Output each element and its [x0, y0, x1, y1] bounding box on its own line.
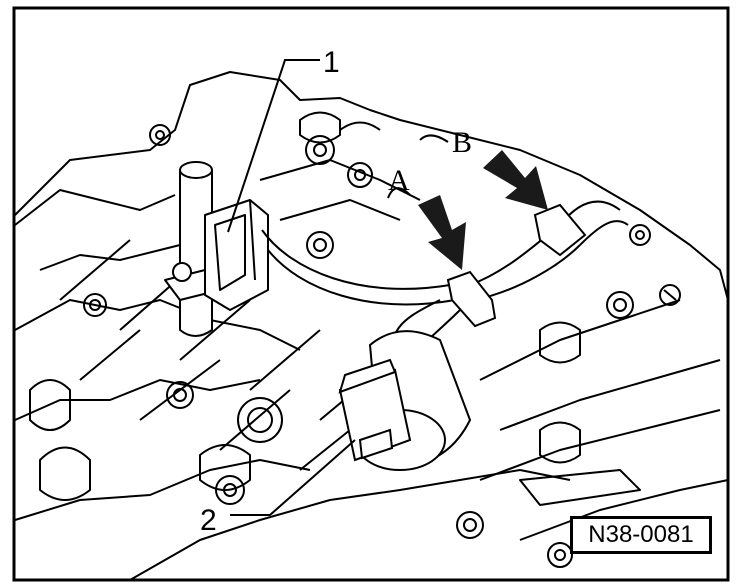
reference-code-box: N38-0081 [570, 516, 712, 554]
arrow-a [418, 195, 466, 270]
harness-clip-a [446, 270, 497, 328]
solenoid-1 [164, 161, 269, 337]
arrow-b [483, 150, 548, 210]
leader-lines [227, 59, 449, 516]
reference-code: N38-0081 [588, 521, 694, 548]
diagram-frame [12, 6, 730, 582]
solenoid-2 [338, 330, 472, 471]
harness-clip-b [533, 203, 587, 257]
callout-2: 2 [200, 504, 217, 537]
valve-body-housing [14, 71, 729, 581]
label-b: B [452, 126, 472, 159]
callout-1: 1 [323, 46, 340, 79]
label-a: A [388, 164, 410, 197]
